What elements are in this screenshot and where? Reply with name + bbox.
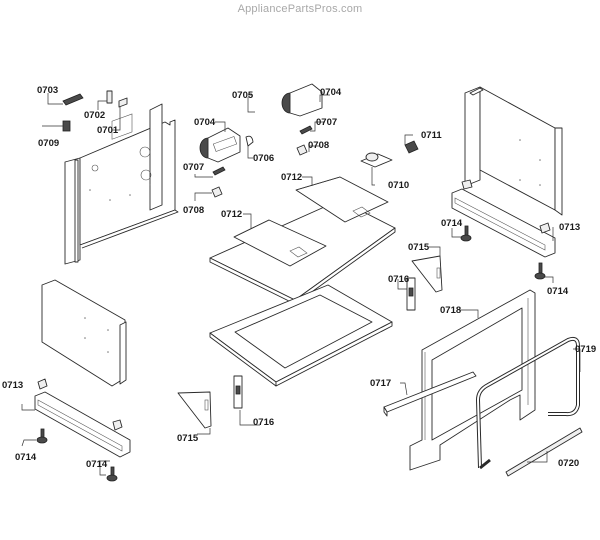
part-0712-insulation-right[interactable] <box>295 176 389 223</box>
callout-0705[interactable]: 0705 <box>232 90 254 101</box>
callout-0704-right[interactable]: 0704 <box>320 87 342 98</box>
part-0706-hose-clamp[interactable] <box>245 135 254 147</box>
callout-0713-right[interactable]: 0713 <box>559 222 580 233</box>
part-0720-slide-rail[interactable] <box>505 427 583 477</box>
callout-0713-left[interactable]: 0713 <box>2 380 23 391</box>
watermark: AppliancePartsPros.com <box>237 3 363 15</box>
callout-0720[interactable]: 0720 <box>558 458 579 469</box>
back-panel-left[interactable] <box>64 103 179 265</box>
part-0712-insulation-left[interactable] <box>233 219 327 267</box>
part-0714-leveling-leg-left-a[interactable] <box>36 428 48 444</box>
callout-0708-right[interactable]: 0708 <box>308 140 329 151</box>
part-0714-leveling-leg-lower-right[interactable] <box>534 262 546 280</box>
part-0716-hinge-receptacle-bottom[interactable] <box>233 375 243 409</box>
callout-0704-left[interactable]: 0704 <box>194 117 216 128</box>
part-0704-motor-right[interactable] <box>281 83 323 117</box>
part-0704-motor-left[interactable] <box>199 127 241 163</box>
part-0713-base-rail-left[interactable] <box>34 378 131 458</box>
part-0715-corner-bracket-bottom[interactable] <box>177 391 212 429</box>
callout-0703[interactable]: 0703 <box>37 85 58 96</box>
callout-0719[interactable]: 0719 <box>575 344 596 355</box>
callout-0715-right[interactable]: 0715 <box>408 242 430 253</box>
callout-0706[interactable]: 0706 <box>253 153 274 164</box>
callout-0701[interactable]: 0701 <box>97 125 119 136</box>
part-0707-clip-left[interactable] <box>212 166 226 176</box>
callout-0715-bottom[interactable]: 0715 <box>177 433 199 444</box>
back-panel-right[interactable] <box>464 86 563 216</box>
callout-0708-left[interactable]: 0708 <box>183 205 204 216</box>
part-0702-clip[interactable] <box>106 90 113 104</box>
callout-0714-lower-right[interactable]: 0714 <box>547 286 569 297</box>
part-0714-leveling-leg-left-b[interactable] <box>106 466 118 482</box>
part-0717-trim-strip[interactable] <box>383 371 477 417</box>
part-0711-sensor[interactable] <box>404 140 419 154</box>
callout-0702[interactable]: 0702 <box>84 110 105 121</box>
part-0710-thermostat[interactable] <box>360 152 393 168</box>
callout-0716-right[interactable]: 0716 <box>388 274 409 285</box>
callout-0707-left[interactable]: 0707 <box>183 162 204 173</box>
part-0705-hose[interactable] <box>253 94 289 172</box>
side-panel-left[interactable] <box>41 279 127 387</box>
callout-0714-upper-right[interactable]: 0714 <box>441 218 463 229</box>
callout-0712-right[interactable]: 0712 <box>281 172 302 183</box>
part-0709-connector[interactable] <box>62 120 71 132</box>
part-0716-hinge-receptacle-right[interactable] <box>406 277 416 311</box>
callout-labels: 0703 0702 0701 0709 0705 0704 0704 0707 … <box>2 85 596 470</box>
part-0714-leveling-leg-upper-right[interactable] <box>460 225 472 242</box>
callout-0707-right[interactable]: 0707 <box>316 117 337 128</box>
part-0708-bracket-right[interactable] <box>296 144 308 156</box>
leader-lines <box>21 93 581 476</box>
callout-0717[interactable]: 0717 <box>370 378 391 389</box>
part-0713-base-rail-right[interactable] <box>451 179 556 258</box>
callout-0709[interactable]: 0709 <box>38 138 59 149</box>
oven-door-frame[interactable] <box>209 284 393 387</box>
part-0701-bracket-plate[interactable] <box>118 97 128 108</box>
part-0707-clip-right[interactable] <box>299 125 313 135</box>
part-0708-bracket-left[interactable] <box>211 186 223 198</box>
callout-0714-left-b[interactable]: 0714 <box>86 459 108 470</box>
part-0718-front-frame[interactable] <box>409 289 536 471</box>
callout-0714-left-a[interactable]: 0714 <box>15 452 37 463</box>
callout-0710[interactable]: 0710 <box>388 180 409 191</box>
callout-0718[interactable]: 0718 <box>440 305 461 316</box>
callout-0711[interactable]: 0711 <box>421 130 442 141</box>
callout-0716-bottom[interactable]: 0716 <box>253 417 274 428</box>
part-0703-switch-block[interactable] <box>62 93 84 106</box>
callout-0712-left[interactable]: 0712 <box>221 209 242 220</box>
part-0719-handle-bar[interactable] <box>475 336 580 470</box>
part-0715-corner-bracket-right[interactable] <box>411 255 443 293</box>
